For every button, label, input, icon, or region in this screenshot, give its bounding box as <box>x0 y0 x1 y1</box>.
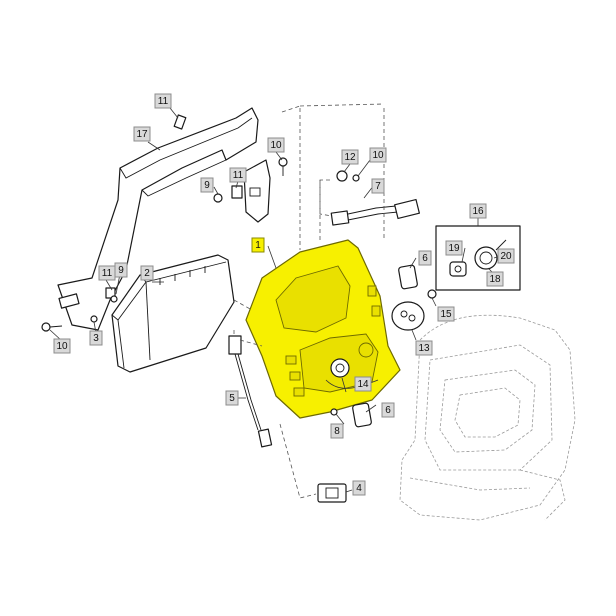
callout-label: 13 <box>418 343 430 354</box>
callout-3: 3 <box>89 330 103 346</box>
callout-label: 7 <box>375 181 381 192</box>
callout-label: 6 <box>385 405 391 416</box>
callout-label: 11 <box>102 268 113 279</box>
rotary-switch <box>391 301 425 331</box>
callout-label: 11 <box>158 96 169 107</box>
callout-label: 17 <box>136 129 148 140</box>
wiring-harness <box>228 335 273 448</box>
callout-label: 20 <box>500 251 512 262</box>
callout-10: 10 <box>369 147 387 163</box>
callout-12: 12 <box>341 149 359 165</box>
callout-label: 11 <box>233 170 244 181</box>
callout-9: 9 <box>200 177 214 193</box>
callout-16: 16 <box>469 203 487 219</box>
callout-10: 10 <box>53 338 71 354</box>
knob <box>325 358 379 389</box>
callout-5: 5 <box>225 390 239 406</box>
callout-10: 10 <box>267 137 285 153</box>
callout-6: 6 <box>418 250 432 266</box>
callout-label: 9 <box>118 265 124 276</box>
callout-11: 11 <box>229 167 247 183</box>
callout-label: 18 <box>489 274 501 285</box>
callout-label: 10 <box>270 140 282 151</box>
callout-9: 9 <box>114 262 128 278</box>
cap-upper <box>398 264 418 290</box>
callout-11: 11 <box>154 93 172 109</box>
callout-label: 10 <box>372 150 384 161</box>
callout-6: 6 <box>381 402 395 418</box>
assembly-lines <box>233 103 385 499</box>
callout-label: 6 <box>422 253 428 264</box>
callout-14: 14 <box>354 376 372 392</box>
callout-label: 14 <box>357 379 369 390</box>
callout-label: 15 <box>440 309 452 320</box>
connector-harness <box>330 198 420 226</box>
callout-label: 1 <box>255 240 261 251</box>
callout-13: 13 <box>415 340 433 356</box>
callout-label: 2 <box>144 268 150 279</box>
callout-15: 15 <box>437 306 455 322</box>
callout-label: 12 <box>344 152 356 163</box>
toggle-switch <box>317 483 347 503</box>
callout-20: 20 <box>497 248 515 264</box>
ghost-dashboard-outline <box>399 314 576 521</box>
callout-label: 3 <box>93 333 99 344</box>
callout-8: 8 <box>330 423 344 439</box>
hardware <box>41 114 437 416</box>
cap-lower <box>352 402 372 428</box>
callout-label: 4 <box>356 483 362 494</box>
callout-label: 16 <box>472 206 484 217</box>
callout-label: 10 <box>56 341 68 352</box>
callout-label: 8 <box>334 426 340 437</box>
callout-label: 5 <box>229 393 235 404</box>
callout-4: 4 <box>352 480 366 496</box>
callout-17: 17 <box>133 126 151 142</box>
callout-2: 2 <box>140 265 154 281</box>
callout-label: 9 <box>204 180 210 191</box>
highlighted-panel <box>245 239 401 419</box>
callout-11: 11 <box>98 265 116 281</box>
callout-1: 1 <box>251 237 265 253</box>
control-module <box>111 254 235 373</box>
callout-7: 7 <box>371 178 385 194</box>
callout-19: 19 <box>445 240 463 256</box>
callout-label: 19 <box>448 243 460 254</box>
callout-18: 18 <box>486 271 504 287</box>
